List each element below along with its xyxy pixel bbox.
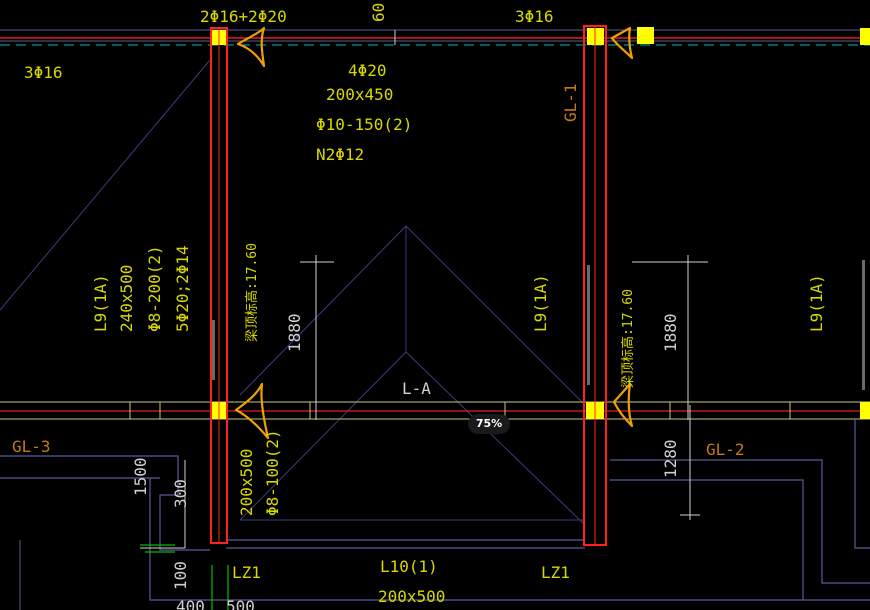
label-dim-60: 60 xyxy=(369,3,388,22)
markup-triangle-mid-right xyxy=(612,382,634,428)
markup-annotations[interactable] xyxy=(234,26,634,440)
concrete-hatch xyxy=(212,260,865,390)
label-gl2: GL-2 xyxy=(706,440,745,459)
green-dimension-marks xyxy=(140,544,229,610)
beam-note-line2: 200x450 xyxy=(326,85,393,104)
beam-note-line4: N2Φ12 xyxy=(316,145,364,164)
label-l10-name: L10(1) xyxy=(380,557,438,576)
label-gl3: GL-3 xyxy=(12,437,51,456)
label-bottom-beam-size: 200x500 xyxy=(237,449,256,516)
label-dim-1880-right: 1880 xyxy=(661,313,680,352)
label-left-beam-name: L9(1A) xyxy=(91,274,110,332)
markup-triangle-top-right xyxy=(610,26,634,60)
label-dim-1500: 1500 xyxy=(131,457,150,496)
drawing-labels: 2Φ16+2Φ20 60 3Φ16 3Φ16 4Φ20 200x450 Φ10-… xyxy=(12,3,826,610)
label-center-beam: L9(1A) xyxy=(531,274,550,332)
label-la: L-A xyxy=(402,379,431,398)
label-beam-elevation-right: 梁顶标高:17.60 xyxy=(620,289,636,388)
label-dim-100: 100 xyxy=(171,561,190,590)
label-top-left-rebar: 2Φ16+2Φ20 xyxy=(200,7,287,26)
label-gl1: GL-1 xyxy=(561,83,580,122)
label-dim-300: 300 xyxy=(171,479,190,508)
label-dim-1880-left: 1880 xyxy=(285,313,304,352)
beam-note-line3: Φ10-150(2) xyxy=(316,115,412,134)
zoom-level-badge[interactable]: 75% xyxy=(468,414,510,434)
lower-wall-outlines xyxy=(0,420,870,601)
slab-diagonal-lines xyxy=(0,59,586,526)
beam-note-line1: 4Φ20 xyxy=(348,61,387,80)
label-top-right-rebar: 3Φ16 xyxy=(515,7,554,26)
highlighted-columns[interactable] xyxy=(210,25,607,546)
label-dim-500: 500 xyxy=(226,597,255,610)
label-left-beam-stirrup: Φ8-200(2) xyxy=(145,245,164,332)
column-squares xyxy=(210,27,870,419)
label-lz1-left: LZ1 xyxy=(232,563,261,582)
markup-triangle-top-left xyxy=(236,26,266,68)
label-far-left-rebar: 3Φ16 xyxy=(24,63,63,82)
label-right-beam: L9(1A) xyxy=(807,274,826,332)
dimension-lines xyxy=(19,30,708,610)
label-dim-1280: 1280 xyxy=(661,439,680,478)
label-left-beam-size: 240x500 xyxy=(117,265,136,332)
label-l10-size: 200x500 xyxy=(378,587,445,606)
label-lz1-right: LZ1 xyxy=(541,563,570,582)
markup-triangle-mid-left xyxy=(234,382,270,440)
label-dim-400: 400 xyxy=(176,597,205,610)
label-left-beam-rebar: 5Φ20;2Φ14 xyxy=(173,245,192,332)
mid-beam-lines xyxy=(0,401,870,420)
label-bottom-beam-stirrup: Φ8-100(2) xyxy=(263,429,282,516)
top-beam-lines xyxy=(0,29,870,46)
label-beam-elevation-left: 梁顶标高:17.60 xyxy=(244,243,260,342)
